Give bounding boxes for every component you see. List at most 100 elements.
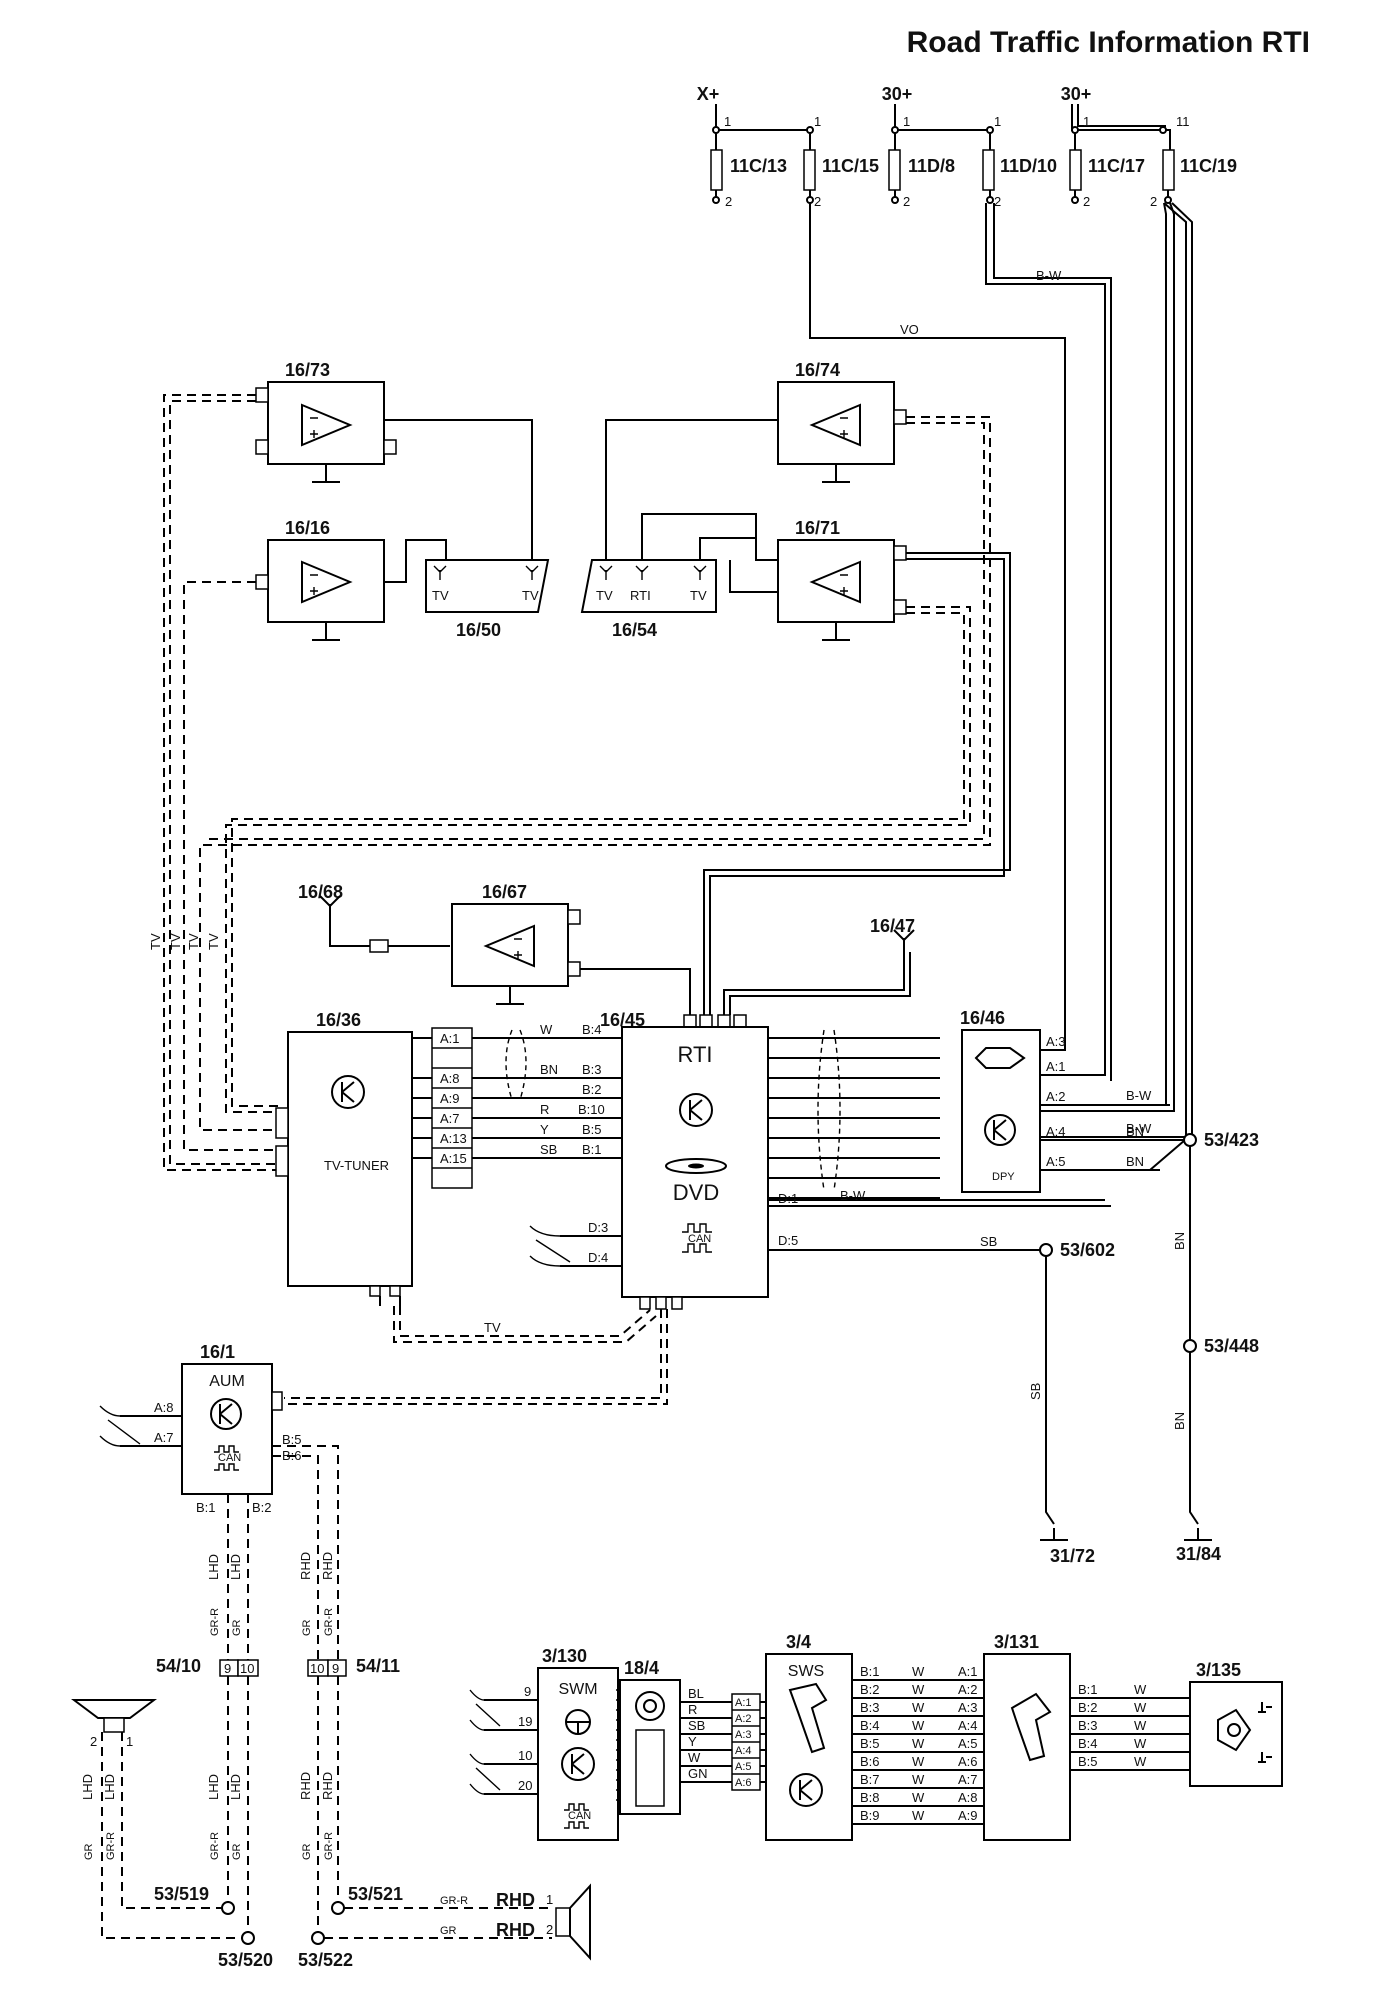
splice-53-521	[331, 1901, 345, 1915]
connector-label: 54/11	[356, 1656, 400, 1676]
transistor-icon	[789, 1773, 823, 1807]
aum-lhd-out	[227, 1494, 249, 1665]
ground-node-53-448	[1183, 1339, 1197, 1353]
fuse-terminal	[806, 196, 814, 204]
antenna-16-68	[319, 895, 341, 918]
wire-label-tv: TV	[484, 1320, 501, 1335]
sws-wire: W	[912, 1682, 925, 1697]
tuner-wire: BN	[540, 1062, 558, 1077]
splice-53-522	[311, 1931, 325, 1945]
fuse-11d-8	[888, 149, 901, 191]
wire-label-sb: SB	[980, 1234, 997, 1249]
splice-53-519	[221, 1901, 235, 1915]
harness-label: GR	[440, 1925, 457, 1937]
component-label: 16/47	[870, 916, 915, 936]
component-label: 16/54	[612, 620, 657, 640]
fuse-11c-13	[710, 149, 723, 191]
ground-label: 31/72	[1050, 1546, 1095, 1566]
module-shape	[580, 559, 717, 613]
display-16-46: 16/46 DPY A:3 A:1 A:2 A:4 A:5 BN BN	[960, 1008, 1188, 1193]
rti-name: RTI	[677, 1042, 712, 1067]
component-label: 16/73	[285, 360, 330, 380]
speaker-harness: LHD LHD RHD RHD GR-R GR GR GR-R 54/10 9 …	[71, 1552, 591, 1970]
ground-label: 53/423	[1204, 1130, 1259, 1150]
sws-wire: W	[912, 1700, 925, 1715]
transistor-glyph	[219, 1403, 233, 1425]
antenna-connector	[567, 961, 581, 977]
module-wire: W	[1134, 1736, 1147, 1751]
fuse-11c-15	[803, 149, 816, 191]
connector-label: 54/10	[156, 1656, 201, 1676]
fuse-leads	[715, 190, 1169, 198]
rti-port	[733, 1014, 747, 1028]
sws-wire: W	[912, 1772, 925, 1787]
fuse-label: 11C/17	[1088, 156, 1145, 176]
transistor-icon	[331, 1075, 365, 1109]
antenna-connector	[255, 574, 269, 590]
speaker-magnet	[103, 1717, 125, 1733]
tv-label: TV	[522, 588, 539, 603]
rti-label: RTI	[630, 588, 651, 603]
speaker-magnet	[555, 1907, 571, 1937]
wire-ground-bn2	[1189, 1352, 1199, 1525]
dvd-hub	[688, 1163, 704, 1169]
ground-label: 53/448	[1204, 1336, 1259, 1356]
harness-label: GR-R	[440, 1895, 468, 1907]
dpy-a-pin: A:4	[1046, 1124, 1066, 1139]
amp-signs	[310, 574, 318, 595]
sws-pin: B:8	[860, 1790, 880, 1805]
tuner-rti-wires	[472, 1037, 622, 1159]
clockspring-wire: SB	[688, 1718, 705, 1733]
aum-coax-port	[271, 1391, 283, 1411]
speaker-pin: 2	[90, 1734, 97, 1749]
amplifier-16-71: 16/71	[641, 513, 907, 641]
tuner-label: TV-TUNER	[324, 1158, 389, 1173]
supply-node	[1071, 126, 1079, 134]
rti-b-pin: B:3	[582, 1062, 602, 1077]
shield-loop	[817, 1029, 841, 1191]
clockspring-pin: A:4	[735, 1745, 752, 1757]
sws-pin: B:7	[860, 1772, 880, 1787]
can-pulse-icon	[564, 1803, 589, 1811]
splice-label: 53/520	[218, 1950, 273, 1970]
tuner-wire: R	[540, 1102, 549, 1117]
clockspring-pin: A:5	[735, 1761, 752, 1773]
supply-node	[891, 126, 899, 134]
module-3-135: 3/135	[1189, 1660, 1283, 1787]
amp-signs	[840, 574, 848, 595]
harness-label: RHD	[298, 1552, 313, 1580]
module-3-131: 3/131 A:1 A:2 A:3 A:4 A:5 A:6 A:7 A:8 A:…	[958, 1632, 1190, 1841]
speaker-16-4-wires	[101, 1732, 242, 1939]
module-pin: A:1	[958, 1664, 978, 1679]
module-pin: B:2	[1078, 1700, 1098, 1715]
clockspring-18-4: 18/4 BL R SB Y W GN A:1 A:2 A:3 A:4 A:5 …	[616, 1658, 766, 1815]
harness-label: LHD	[228, 1774, 243, 1800]
module-3-135-icon-inner	[1227, 1723, 1241, 1737]
amp-box	[777, 381, 895, 465]
rti-box	[621, 1026, 769, 1298]
clockspring-wire: R	[688, 1702, 697, 1717]
rti-b-pin: B:5	[582, 1122, 602, 1137]
pin-label: 2	[1083, 194, 1090, 209]
fuse-terminal	[891, 196, 899, 204]
harness-label: GR-R	[105, 1832, 117, 1860]
switch-contacts	[1258, 1702, 1272, 1763]
coax-connector	[389, 1285, 401, 1297]
supply-30a-bus	[894, 104, 991, 150]
component-label: 16/68	[298, 882, 343, 902]
splice-label: 53/521	[348, 1884, 403, 1904]
transistor-icon	[561, 1747, 595, 1781]
connector-pin-label: 10	[240, 1661, 254, 1676]
coax-connector	[275, 1145, 289, 1177]
harness-label: GR-R	[323, 1608, 335, 1636]
sws-pin: B:1	[860, 1664, 880, 1679]
component-label: 16/16	[285, 518, 330, 538]
tuner-pin: A:13	[440, 1131, 467, 1146]
aum-pin: B:1	[196, 1500, 216, 1515]
ground-label: 53/602	[1060, 1240, 1115, 1260]
coax-16-71-rti	[703, 552, 1011, 1015]
transistor-glyph	[993, 1119, 1007, 1141]
harness-label: GR	[83, 1843, 95, 1860]
wire-vo	[809, 203, 1066, 1051]
